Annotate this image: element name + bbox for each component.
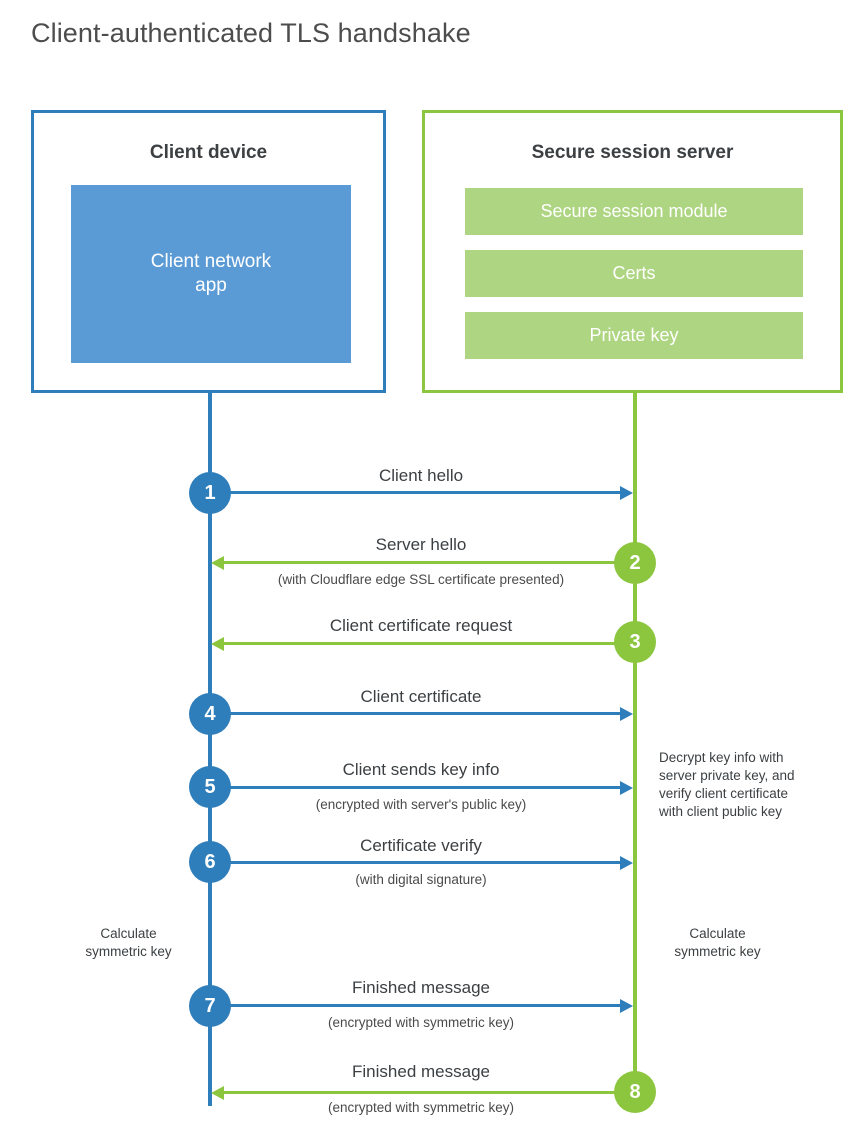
secure-session-server-title: Secure session server <box>531 142 734 163</box>
client-calculate-symmetric-key-note: Calculate symmetric key <box>85 926 172 960</box>
client-network-app-block: Client network app <box>71 185 351 363</box>
step-7-label: Finished message <box>352 978 490 997</box>
step-6-arrow <box>210 855 633 870</box>
page-title: Client-authenticated TLS handshake <box>31 18 471 48</box>
arrowhead-icon <box>211 555 224 570</box>
step-8-arrow <box>211 1085 633 1100</box>
step-8-sublabel: (encrypted with symmetric key) <box>327 1100 515 1115</box>
step-3-marker: 3 <box>614 621 656 663</box>
server-module-secure-session-module: Secure session module <box>465 188 803 235</box>
step-4-marker: 4 <box>189 693 231 735</box>
step-5-arrow <box>210 780 633 795</box>
step-7-marker: 7 <box>189 985 231 1027</box>
server-module-private-key: Private key <box>465 312 803 359</box>
server-decrypt-note: Decrypt key info with server private key… <box>659 750 795 820</box>
server-lifeline <box>633 393 637 1092</box>
step-7-arrow <box>210 998 633 1013</box>
step-5-sublabel: (encrypted with server's public key) <box>315 797 527 812</box>
step-2-marker: 2 <box>614 542 656 584</box>
step-5-label: Client sends key info <box>342 760 500 779</box>
client-lifeline <box>208 393 212 1106</box>
client-device-title: Client device <box>149 142 268 163</box>
arrowhead-icon <box>620 706 633 721</box>
step-1-arrow <box>210 485 633 500</box>
step-8-marker: 8 <box>614 1071 656 1113</box>
step-8-label: Finished message <box>352 1062 490 1081</box>
step-6-label: Certificate verify <box>360 836 482 855</box>
step-7-sublabel: (encrypted with symmetric key) <box>327 1015 515 1030</box>
arrowhead-icon <box>211 1085 224 1100</box>
step-6-sublabel: (with digital signature) <box>355 872 487 887</box>
step-1-marker: 1 <box>189 472 231 514</box>
arrowhead-icon <box>620 485 633 500</box>
arrowhead-icon <box>620 855 633 870</box>
step-3-arrow <box>211 636 633 651</box>
step-2-label: Server hello <box>375 535 467 554</box>
step-6-marker: 6 <box>189 841 231 883</box>
step-5-marker: 5 <box>189 766 231 808</box>
arrowhead-icon <box>620 780 633 795</box>
arrowhead-icon <box>620 998 633 1013</box>
client-device-box: Client device Client network app <box>31 110 386 393</box>
secure-session-server-box: Secure session server Secure session mod… <box>422 110 843 393</box>
step-2-arrow <box>211 555 633 570</box>
step-3-label: Client certificate request <box>329 616 513 635</box>
step-4-label: Client certificate <box>360 687 482 706</box>
server-module-certs: Certs <box>465 250 803 297</box>
step-1-label: Client hello <box>378 466 464 485</box>
arrowhead-icon <box>211 636 224 651</box>
step-4-arrow <box>210 706 633 721</box>
step-2-sublabel: (with Cloudflare edge SSL certificate pr… <box>277 572 565 587</box>
server-calculate-symmetric-key-note: Calculate symmetric key <box>674 926 761 960</box>
